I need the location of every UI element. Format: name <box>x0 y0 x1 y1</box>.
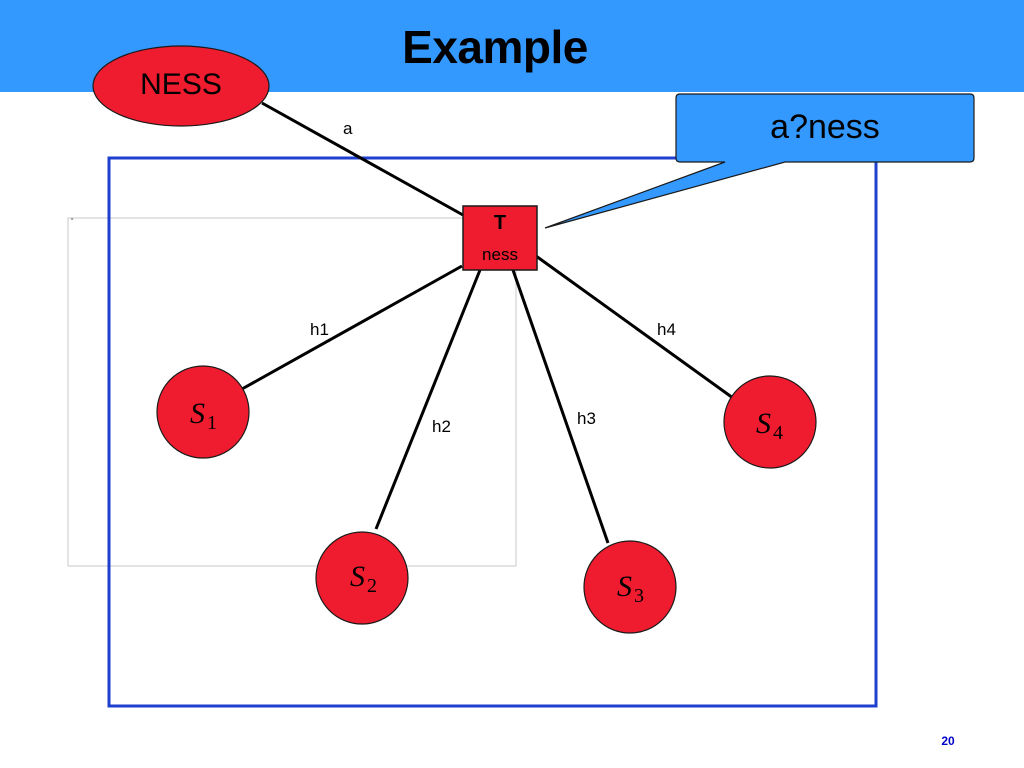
s3-node <box>583 540 677 634</box>
s4-letter: S <box>756 407 771 440</box>
page-number: 20 <box>941 734 955 748</box>
s2-node <box>315 531 409 625</box>
s2-index: 2 <box>367 575 377 597</box>
edge-a-line <box>261 101 464 217</box>
edge-h3-label: h3 <box>577 409 596 428</box>
transaction-title: T <box>493 212 507 234</box>
edge-h1-label: h1 <box>310 320 329 339</box>
transaction-subtitle: ness <box>482 245 518 264</box>
ghost-frame <box>67 217 517 567</box>
ness-node <box>92 45 270 127</box>
transaction-box <box>462 205 538 271</box>
system-boundary <box>107 156 878 708</box>
s4-index: 4 <box>773 422 783 444</box>
s1-letter: S <box>190 397 205 430</box>
callout-bubble <box>544 93 975 229</box>
edge-h2-line <box>374 269 482 530</box>
s4-node <box>723 375 817 469</box>
slide-title: Example <box>402 21 588 73</box>
edge-h3-line <box>511 269 610 544</box>
s2-letter: S <box>350 560 365 593</box>
edge-h4-label: h4 <box>657 320 676 339</box>
edge-a-label: a <box>343 119 353 138</box>
s3-index: 3 <box>634 585 644 607</box>
s1-index: 1 <box>207 412 217 434</box>
s1-node <box>156 365 250 459</box>
ness-label: NESS <box>140 68 222 101</box>
edge-h2-label: h2 <box>432 417 451 436</box>
edge-h4-line <box>535 254 734 400</box>
edge-h1-line <box>241 264 463 391</box>
ghost-frame-caption-icon: ■ <box>71 216 74 221</box>
s3-letter: S <box>617 570 632 603</box>
callout-text: a?ness <box>770 108 880 146</box>
